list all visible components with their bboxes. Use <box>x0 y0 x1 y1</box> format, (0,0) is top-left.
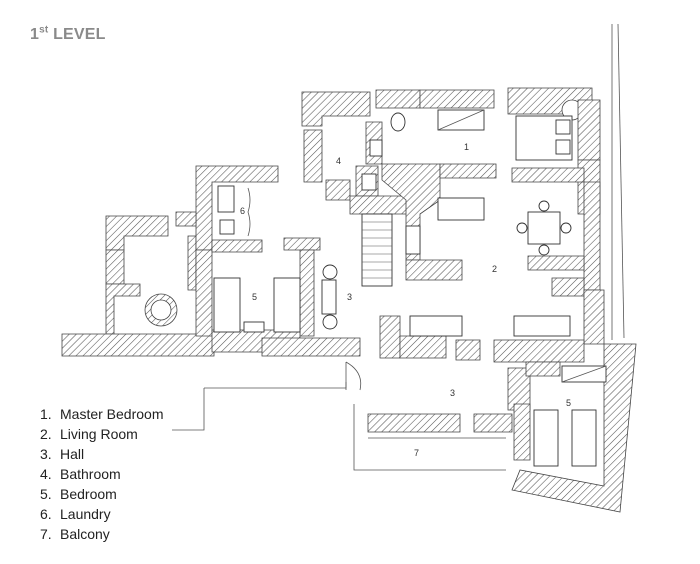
legend-item: 5.Bedroom <box>40 486 117 502</box>
living-room-walls <box>379 181 605 363</box>
room-number-bathroom: 4 <box>336 156 341 166</box>
room-number-laundry: 6 <box>240 206 245 216</box>
room-number-bedroom-left: 5 <box>252 292 257 302</box>
legend-item: 7.Balcony <box>40 526 110 542</box>
room-number-living-room: 2 <box>492 264 497 274</box>
room-number-master-bedroom: 1 <box>464 142 469 152</box>
legend-item: 6.Laundry <box>40 506 111 522</box>
room-number-bedroom-right: 5 <box>566 398 571 408</box>
room-legend: 1.Master Bedroom 2.Living Room 3.Hall 4.… <box>40 404 163 544</box>
central-walls <box>301 89 441 330</box>
level-title: 1st LEVEL <box>30 24 106 43</box>
master-bedroom-walls <box>419 87 601 215</box>
legend-item: 2.Living Room <box>40 426 138 442</box>
west-rooms-walls <box>175 165 361 357</box>
room-number-balcony: 7 <box>414 448 419 458</box>
legend-item: 1.Master Bedroom <box>40 406 164 422</box>
room-number-hall-lower: 3 <box>450 388 455 398</box>
left-wing-walls <box>61 215 215 357</box>
site-boundary <box>611 23 625 340</box>
room-numbers: 1 2 3 3 4 5 5 6 7 <box>240 142 571 458</box>
room-number-hall-upper: 3 <box>347 292 352 302</box>
legend-item: 4.Bathroom <box>40 466 121 482</box>
legend-item: 3.Hall <box>40 446 85 462</box>
south-wing-walls <box>172 343 637 513</box>
